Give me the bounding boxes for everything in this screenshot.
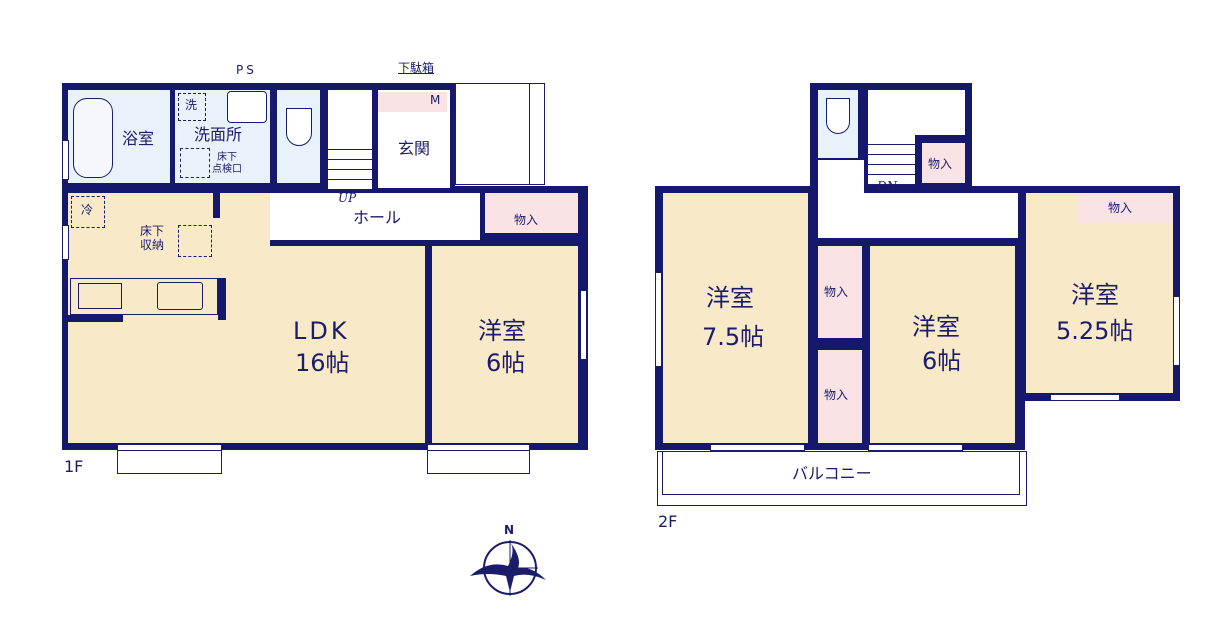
bathtub: [73, 98, 113, 178]
window: [1173, 296, 1180, 366]
washroom-label: 洗面所: [194, 125, 243, 144]
ldk-name: LDK: [293, 317, 350, 345]
underfloor-hatch: [178, 225, 212, 257]
up-label: UP: [338, 191, 357, 205]
wall: [213, 193, 220, 218]
stairs-2f: [868, 90, 965, 135]
sink: [227, 91, 267, 123]
underfloor-label: 床下 収納: [140, 224, 165, 252]
window-sill: [427, 450, 530, 474]
window: [580, 290, 587, 360]
meter-label: M: [430, 93, 441, 107]
storage-a-label: 物入: [824, 285, 849, 299]
hall: [270, 193, 480, 240]
bath-label: 浴室: [122, 129, 155, 148]
room-c-size: 5.25帖: [1056, 317, 1134, 345]
toilet-bowl-icon: [286, 108, 312, 146]
window: [62, 225, 69, 260]
stair-steps: [868, 135, 915, 185]
kitchen-sink-icon: [157, 282, 203, 310]
western-1f-name: 洋室: [478, 317, 526, 345]
shoebox-label: 下駄箱: [398, 61, 435, 75]
wall: [68, 315, 123, 322]
storage-2f-c: [1077, 193, 1173, 223]
balcony-rail: [662, 451, 1020, 495]
entrance-label: 玄関: [398, 139, 431, 158]
room-b-name: 洋室: [912, 313, 960, 341]
inspection-hatch: [180, 148, 210, 178]
north-label: N: [504, 523, 515, 537]
storage-b-label: 物入: [824, 388, 849, 402]
ldk: [270, 246, 425, 443]
ldk-size: 16帖: [295, 349, 350, 377]
window: [62, 140, 69, 180]
storage-2f-b: [818, 350, 862, 443]
ps-label: PS: [236, 63, 257, 77]
fridge-label: 冷: [81, 203, 94, 217]
washer-label: 洗: [185, 98, 198, 112]
storage-2f-top: [922, 143, 965, 183]
room-a-size: 7.5帖: [702, 323, 765, 351]
western-room-6: [870, 246, 1015, 443]
inspection-label: 床下 点検口: [212, 152, 242, 175]
floor-1-label: 1F: [64, 457, 84, 476]
western-room-1f: [432, 246, 578, 443]
window: [868, 444, 963, 451]
porch-line: [455, 83, 530, 185]
storage-2f-a: [818, 246, 862, 338]
wall: [218, 278, 226, 320]
kitchen-counter: [70, 278, 218, 315]
storage-1f: [485, 193, 578, 233]
room-c-name: 洋室: [1071, 281, 1119, 309]
hall-label: ホール: [353, 208, 402, 227]
hall-2f: [818, 193, 1018, 238]
western-room-7-5: [663, 193, 808, 443]
room-b-size: 6帖: [922, 347, 962, 375]
room-a-name: 洋室: [706, 284, 754, 312]
toilet-bowl-icon: [826, 98, 850, 134]
stove-icon: [78, 283, 122, 309]
western-1f-size: 6帖: [486, 349, 526, 377]
storage-1f-label: 物入: [514, 213, 539, 227]
window: [655, 272, 662, 367]
stair-steps: [328, 140, 372, 190]
fridge-space: [71, 196, 105, 228]
washer-space: [178, 93, 206, 121]
western-room-5-25: [1026, 193, 1173, 393]
hall-2f: [818, 160, 864, 196]
balcony-label: バルコニー: [792, 464, 872, 483]
storage-top-label: 物入: [928, 157, 953, 171]
storage-c-label: 物入: [1108, 201, 1133, 215]
compass-rose-icon: [470, 540, 546, 596]
floor-2-label: 2F: [658, 512, 678, 531]
window: [1050, 394, 1120, 401]
compass: N: [468, 523, 548, 600]
dn-label: DN: [877, 179, 898, 193]
shoebox: [378, 92, 447, 112]
window: [710, 444, 805, 451]
window-sill: [117, 450, 222, 474]
